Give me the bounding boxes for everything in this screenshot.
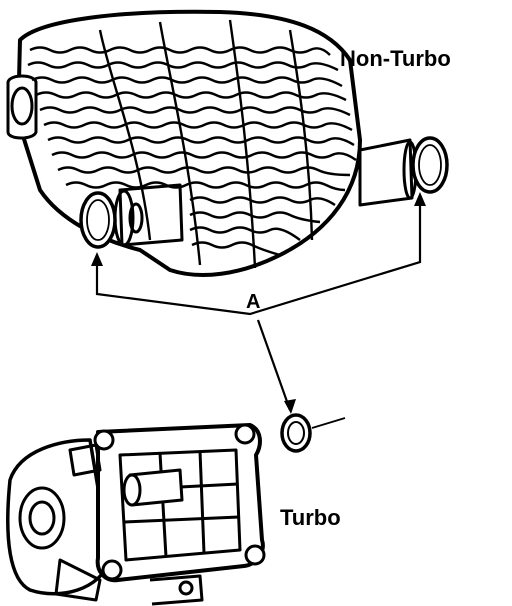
callout-arrowheads <box>91 192 426 414</box>
label-non-turbo: Non-Turbo <box>340 46 451 71</box>
label-callout-a: A <box>246 291 260 313</box>
turbo-ring-leader <box>311 417 346 429</box>
o-ring-turbo <box>280 413 312 453</box>
housing-fins <box>27 19 357 269</box>
non-turbo-housing <box>6 9 418 277</box>
o-ring-left <box>79 191 117 249</box>
turbo-housing <box>6 423 266 606</box>
label-turbo: Turbo <box>280 505 341 530</box>
o-ring-right <box>411 136 449 194</box>
callout-leaders <box>95 200 422 411</box>
